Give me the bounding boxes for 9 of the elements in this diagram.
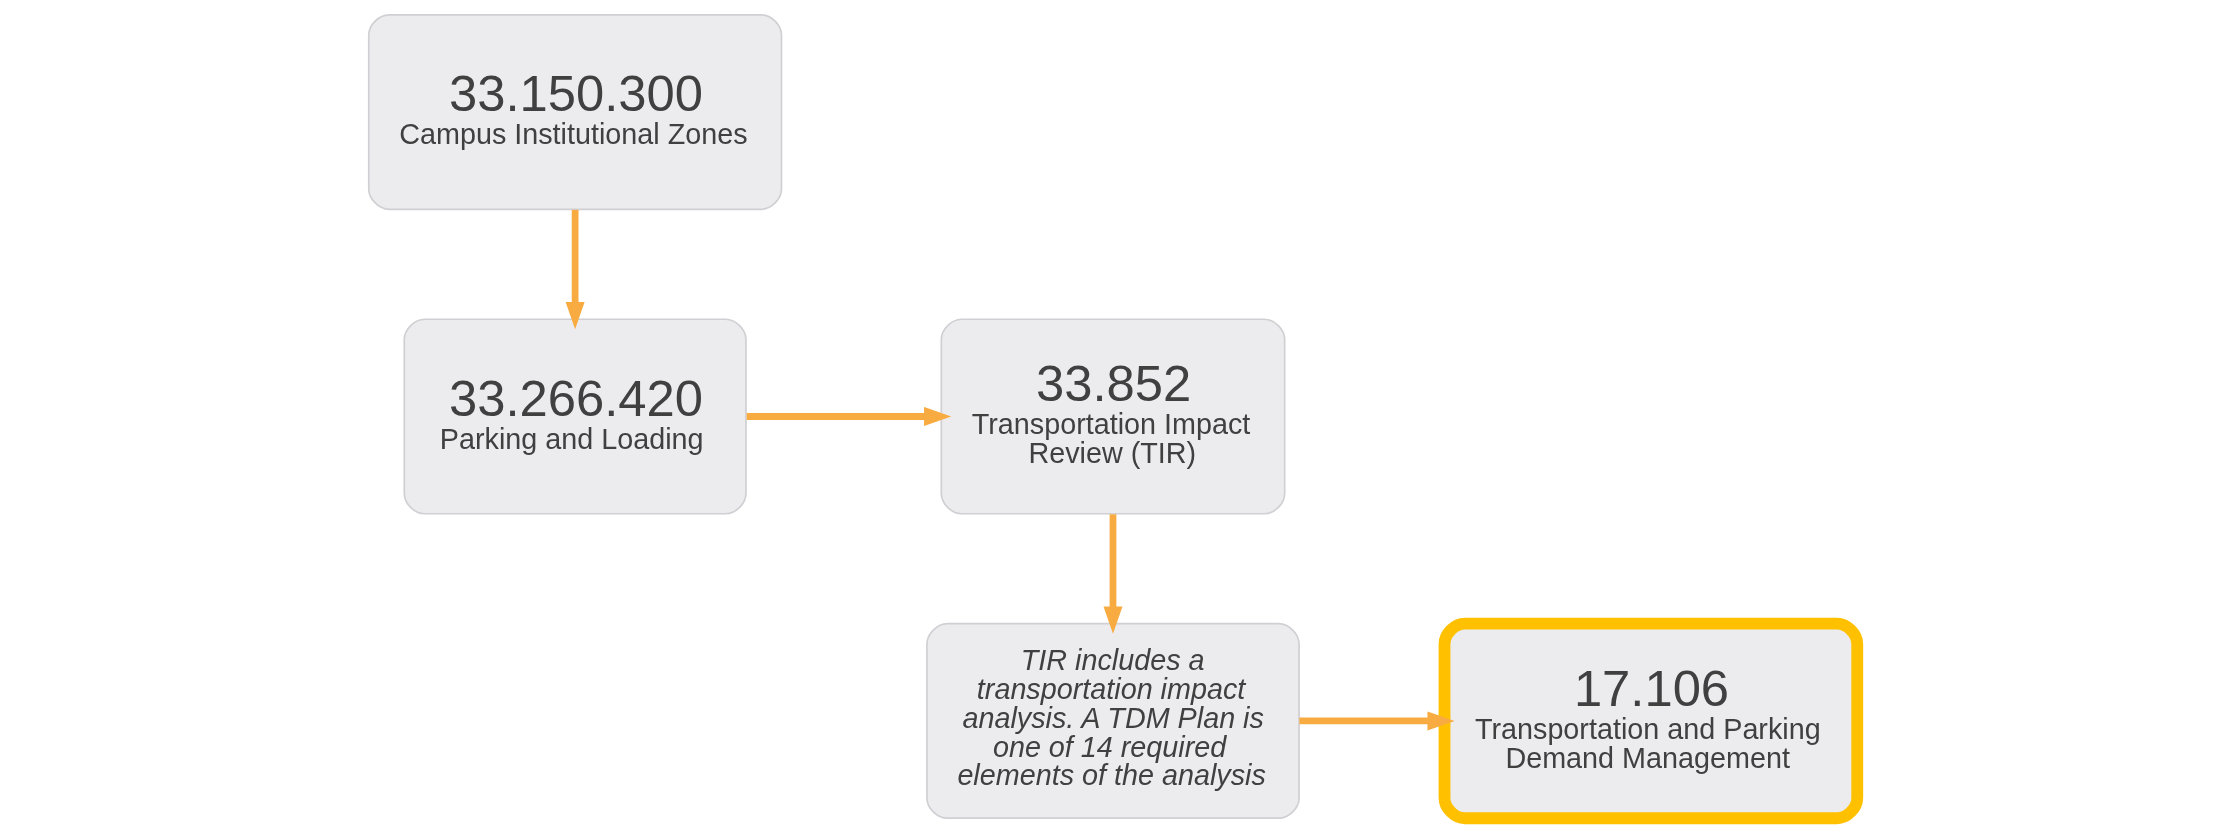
arrow xyxy=(1298,711,1455,731)
arrow xyxy=(746,407,951,426)
node-box: 33.852 Transportation Impact Review (TIR) xyxy=(939,318,1286,515)
node-box: 33.266.420 Parking and Loading xyxy=(402,318,747,515)
arrow xyxy=(1103,514,1122,634)
node-box: 17.106 Transportation and Parking Demand Management xyxy=(1438,617,1863,825)
node-box: TIR includes a transportation impact analysis. A TDM Plan is one of 14 required elements of the analysis xyxy=(925,622,1300,820)
arrow xyxy=(565,209,585,330)
node-box: 33.150.300 Campus Institutional Zones xyxy=(367,13,782,211)
